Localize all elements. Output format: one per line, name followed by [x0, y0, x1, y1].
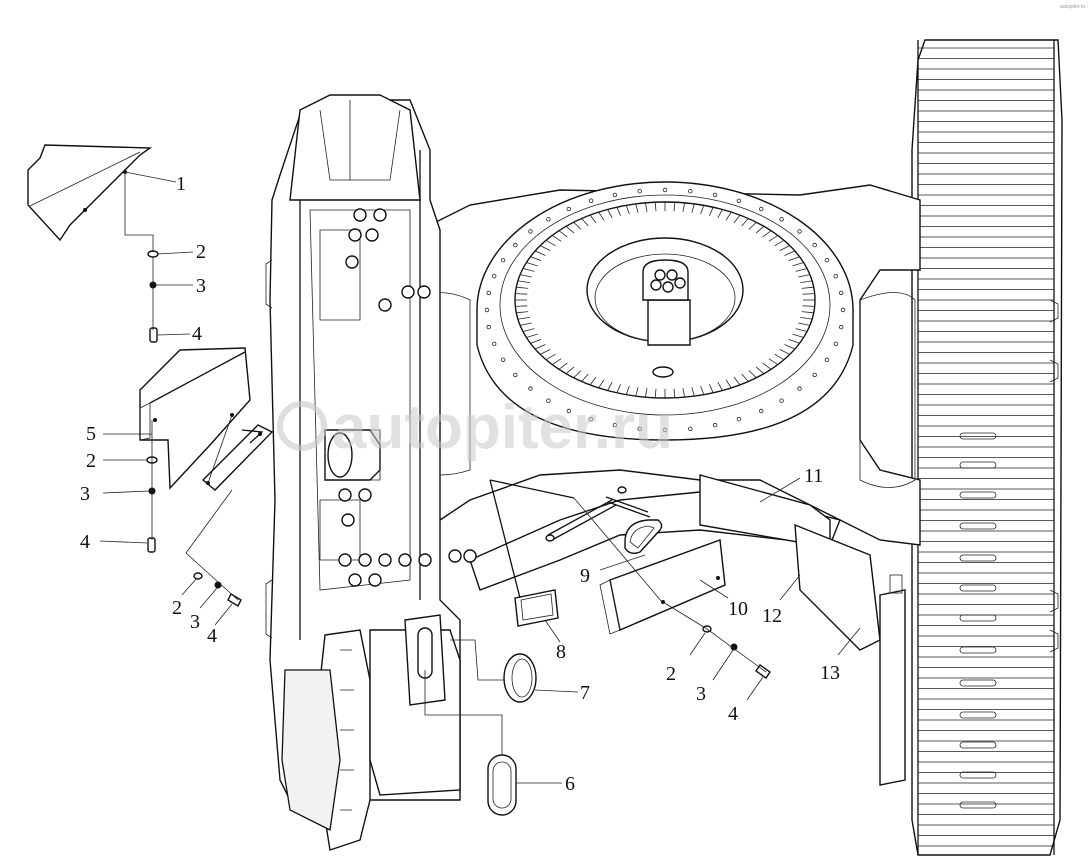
callout-7: 7 — [580, 682, 590, 704]
watermark-text: autopiter.ru — [332, 393, 673, 462]
callout-9: 9 — [580, 565, 590, 587]
callout-2-top: 2 — [196, 241, 206, 263]
watermark-corner-text: autopiter.ru — [1060, 4, 1085, 10]
callout-1: 1 — [176, 173, 186, 195]
callout-4-bottom: 4 — [207, 625, 217, 647]
callout-4-left: 4 — [80, 531, 90, 553]
callout-3-top: 3 — [196, 275, 206, 297]
callout-4-top: 4 — [192, 323, 202, 345]
guard-plates-right — [699, 474, 906, 786]
callout-3-left: 3 — [80, 483, 90, 505]
callout-11: 11 — [804, 465, 823, 487]
track-shoe-holes — [959, 432, 997, 809]
pin-9 — [545, 486, 651, 542]
callout-10: 10 — [728, 598, 748, 620]
callout-3-right: 3 — [696, 683, 706, 705]
callout-6: 6 — [565, 773, 575, 795]
slewing-ring — [476, 181, 854, 441]
callout-4-right: 4 — [728, 703, 738, 725]
callout-3-bottom: 3 — [190, 611, 200, 633]
callout-5: 5 — [86, 423, 96, 445]
callout-2-left: 2 — [86, 450, 96, 472]
guard-plate-10 — [599, 539, 726, 635]
callout-2-right: 2 — [666, 663, 676, 685]
frame-bolts — [338, 208, 477, 587]
fasteners — [146, 250, 771, 679]
guard-plate-1 — [27, 144, 153, 242]
track-shoe-lines — [918, 47, 1054, 847]
callout-labels: 1 2 3 4 5 2 3 4 2 3 4 6 7 8 9 10 11 12 2… — [80, 173, 840, 795]
crawler-track — [911, 39, 1063, 856]
seal-part-8 — [489, 479, 575, 627]
leader-lines — [99, 171, 861, 784]
watermark: autopiter.ru autopiter.ru — [277, 4, 1085, 462]
oval-seal-9 — [624, 519, 663, 555]
ring-gear-teeth — [515, 202, 815, 398]
cover-plate-5 — [139, 347, 251, 490]
callout-8: 8 — [556, 641, 566, 663]
callout-12: 12 — [762, 605, 782, 627]
callout-2-bottom: 2 — [172, 597, 182, 619]
ring-bolt-holes — [484, 187, 846, 433]
ring-part-7 — [503, 653, 537, 703]
callout-13: 13 — [820, 662, 840, 684]
cover-part-6 — [487, 754, 517, 816]
